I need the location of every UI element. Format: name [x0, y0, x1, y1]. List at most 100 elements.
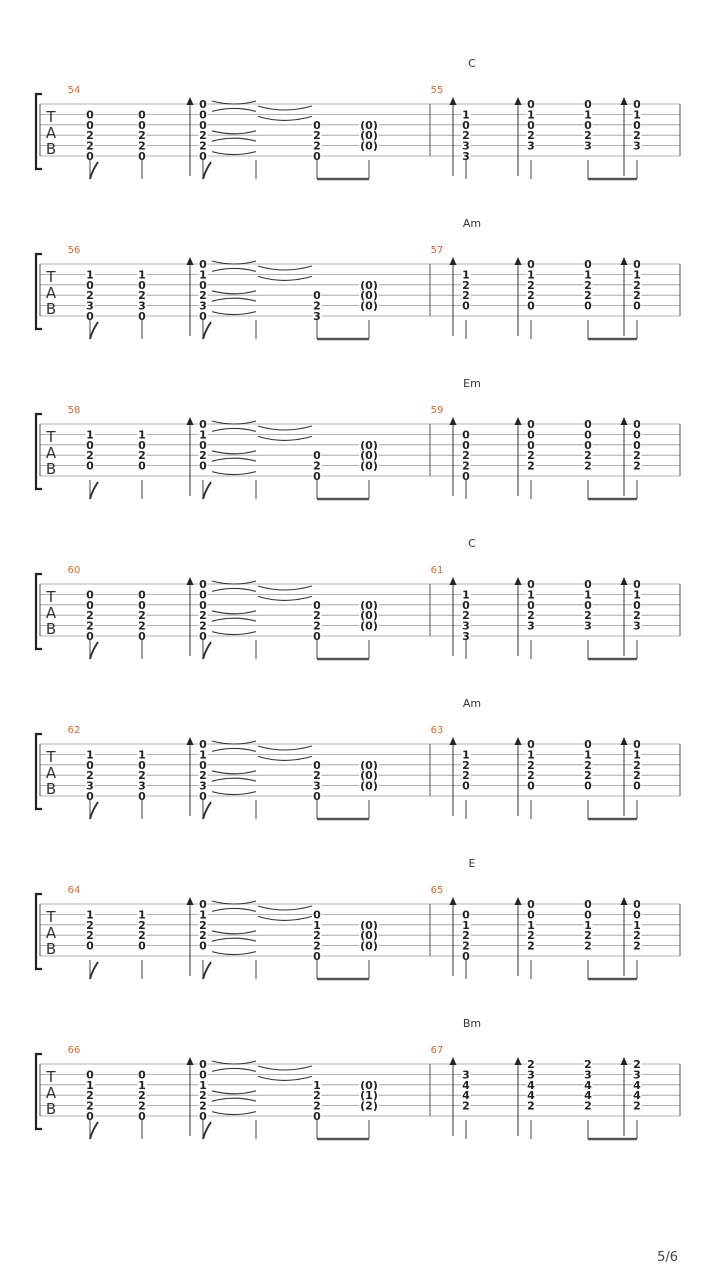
fret-mask: [461, 439, 471, 450]
fret-mask: [137, 770, 147, 781]
fret-mask: [632, 940, 642, 951]
fret-number: 0: [527, 898, 535, 911]
tie-arc: [211, 100, 257, 105]
fret-number: 0: [199, 738, 207, 751]
note-flag: [202, 801, 212, 820]
tie-arc: [211, 457, 257, 462]
fret-number: 2: [584, 759, 592, 772]
fret-mask: [583, 269, 593, 280]
fret-mask: [632, 279, 642, 290]
fret-number: 0: [313, 630, 321, 643]
fret-mask: [583, 739, 593, 749]
fret-mask: [461, 631, 471, 641]
fret-number: 0: [527, 258, 535, 271]
fret-number: 2: [633, 759, 641, 772]
fret-mask: [632, 269, 642, 280]
fret-mask: [632, 1059, 642, 1069]
fret-mask: [85, 1069, 95, 1080]
fret-number: 0: [86, 119, 94, 132]
fret-mask: [359, 770, 379, 781]
fret-mask: [583, 909, 593, 920]
tab-letter-a: A: [46, 444, 57, 462]
measure-number: 61: [431, 565, 444, 576]
fret-mask: [137, 791, 147, 801]
fret-number: 0: [584, 418, 592, 431]
tie-arc: [257, 275, 313, 281]
fret-number: 3: [313, 310, 321, 323]
fret-number: (1): [360, 1089, 378, 1102]
fret-mask: [359, 1090, 379, 1101]
fret-mask: [461, 279, 471, 290]
fret-mask: [583, 1069, 593, 1080]
fret-number: 0: [86, 310, 94, 323]
fret-mask: [198, 909, 208, 920]
tie-arc: [211, 290, 257, 295]
fret-mask: [85, 909, 95, 920]
fret-number: 0: [633, 428, 641, 441]
fret-mask: [198, 279, 208, 290]
tie-arc: [211, 130, 257, 135]
fret-number: 0: [633, 780, 641, 793]
fret-number: 2: [199, 1089, 207, 1102]
fret-number: 1: [86, 268, 94, 281]
measure-number: 60: [68, 565, 81, 576]
tie-arc: [211, 580, 257, 585]
fret-mask: [526, 1079, 536, 1090]
fret-mask: [632, 429, 642, 440]
tab-letter-a: A: [46, 604, 57, 622]
tab-letter-b: B: [46, 140, 56, 158]
system-bracket: [34, 1052, 42, 1131]
fret-number: 0: [199, 439, 207, 452]
fret-number: 2: [462, 289, 470, 302]
fret-number: 1: [527, 588, 535, 601]
fret-mask: [526, 419, 536, 429]
fret-mask: [85, 940, 95, 951]
fret-mask: [526, 119, 536, 130]
fret-mask: [461, 450, 471, 461]
fret-number: 2: [462, 449, 470, 462]
fret-number: 0: [527, 738, 535, 751]
fret-number: 0: [313, 449, 321, 462]
fret-number: 2: [462, 759, 470, 772]
fret-mask: [359, 460, 379, 471]
fret-number: 2: [527, 279, 535, 292]
fret-mask: [137, 1069, 147, 1080]
fret-mask: [198, 311, 208, 321]
strum-arrow-head: [620, 737, 628, 745]
fret-mask: [526, 739, 536, 749]
fret-number: 0: [527, 780, 535, 793]
fret-number: 1: [633, 919, 641, 932]
fret-mask: [583, 930, 593, 941]
tie-arc: [257, 265, 313, 271]
fret-number: 1: [462, 919, 470, 932]
fret-number: (0): [360, 129, 378, 142]
fret-mask: [359, 780, 379, 791]
fret-number: 3: [138, 780, 146, 793]
fret-number: 0: [138, 460, 146, 473]
fret-number: 2: [86, 140, 94, 153]
fret-mask: [583, 770, 593, 781]
fret-number: 3: [462, 1068, 470, 1081]
fret-number: 0: [199, 940, 207, 953]
fret-mask: [461, 951, 471, 961]
tie-arc: [211, 420, 257, 425]
note-flag: [89, 1121, 99, 1140]
fret-mask: [632, 739, 642, 749]
fret-number: 2: [86, 769, 94, 782]
fret-mask: [359, 759, 379, 770]
fret-number: (0): [360, 140, 378, 153]
fret-number: 2: [199, 129, 207, 142]
fret-mask: [583, 1059, 593, 1069]
tie-arc: [211, 587, 257, 592]
tab-letter-t: T: [45, 108, 56, 126]
fret-mask: [137, 930, 147, 941]
tie-arc: [257, 105, 313, 111]
fret-number: 2: [313, 140, 321, 153]
strum-arrow-head: [620, 417, 628, 425]
fret-number: 2: [527, 609, 535, 622]
fret-number: 3: [199, 300, 207, 313]
fret-number: 1: [633, 588, 641, 601]
fret-number: 2: [199, 289, 207, 302]
fret-mask: [198, 610, 208, 621]
